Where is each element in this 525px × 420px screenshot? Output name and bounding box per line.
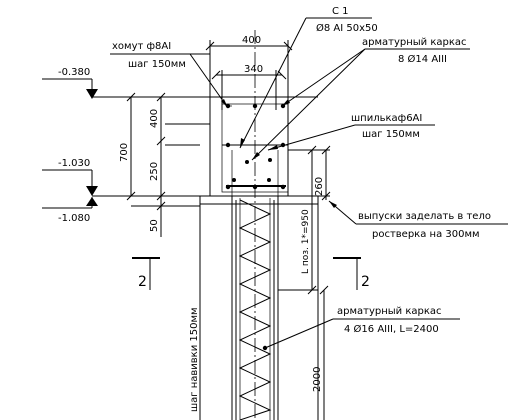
pin-step: шаг 150мм	[362, 129, 420, 140]
c1-spec: Ø8 АI 50х50	[316, 22, 378, 34]
section-mark-left: 2	[132, 257, 160, 290]
outlets-line-1: выпуски заделать в тело	[358, 211, 491, 222]
section-mark-left-text: 2	[138, 274, 147, 290]
rebar-dot	[245, 160, 249, 164]
dim-400-text: 400	[242, 35, 261, 46]
dim-anchor-text: L поз. 1*=950	[301, 209, 311, 274]
level-bottom-text: -1.080	[58, 213, 90, 224]
dim-260-text: 260	[314, 177, 325, 196]
pile	[199, 150, 319, 420]
section-mark-right: 2	[333, 257, 370, 290]
cage-pile-spec: 4 Ø16 АIII, L=2400	[344, 323, 439, 335]
level-mark-middle: -1.030	[42, 158, 98, 196]
level-middle-text: -1.030	[58, 158, 90, 169]
callout-pin	[267, 124, 435, 151]
pin-label: шпилькаф6АI	[351, 113, 422, 124]
dim-250: 250	[149, 162, 160, 181]
callout-outlets	[328, 200, 508, 225]
callout-cage-top	[251, 48, 470, 161]
rebar-dot	[268, 158, 272, 162]
dim-anchor-length	[278, 145, 318, 295]
dim-340-horizontal	[211, 70, 287, 110]
section-mark-right-text: 2	[361, 274, 370, 290]
rebar-dot	[280, 184, 286, 190]
dim-400-vertical: 400	[149, 109, 160, 128]
level-mark-bottom: -1.080	[42, 197, 98, 224]
dim-340-text: 340	[244, 64, 263, 75]
rebar-dot	[225, 184, 231, 190]
dim-50: 50	[149, 219, 160, 232]
spiral-winding	[238, 199, 272, 420]
dim-chain-left	[126, 92, 200, 237]
stirrup-label: хомут ф8АI	[112, 41, 171, 52]
level-top-text: -0.380	[58, 67, 90, 78]
outlets-line-2: ростверка на 300мм	[372, 229, 480, 240]
dim-2000-text: 2000	[312, 367, 323, 392]
cage-pile-label: арматурный каркас	[337, 306, 442, 317]
callout-stirrup	[110, 53, 229, 109]
dim-2000	[319, 285, 329, 420]
cage-top-label: арматурный каркас	[362, 37, 467, 48]
winding-step-text: шаг навивки 150мм	[189, 307, 200, 412]
dim-260	[288, 145, 331, 201]
rebar-dot	[225, 142, 231, 148]
c1-label: С 1	[332, 6, 349, 17]
cage-top-spec: 8 Ø14 АIII	[398, 53, 447, 65]
stirrup-step: шаг 150мм	[128, 59, 186, 70]
rebar-dot	[232, 178, 236, 182]
rebar-dot	[267, 178, 271, 182]
level-mark-top: -0.380	[42, 67, 98, 99]
dim-700: 700	[119, 143, 130, 162]
callout-cage-pile	[262, 318, 460, 351]
callout-c1	[239, 17, 372, 149]
